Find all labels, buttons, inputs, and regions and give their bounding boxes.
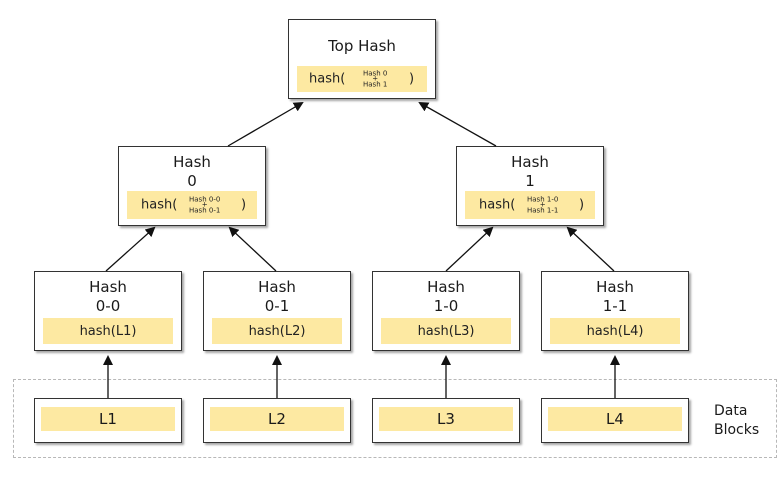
hash-1-fn: hash( [479, 197, 516, 213]
data-blocks-label: Data Blocks [714, 402, 759, 440]
hash-1-line2: 1 [525, 172, 535, 190]
data-block-l1-label: L1 [41, 407, 175, 431]
top-hash-node: Top Hash hash( Hash 0 + Hash 1 ) [288, 19, 436, 99]
data-block-l1: L1 [34, 398, 182, 443]
hash-1-plus: + [539, 200, 546, 209]
hash-0-fn: hash( [141, 197, 178, 213]
top-hash-operands: Hash 0 + Hash 1 [363, 70, 387, 89]
hash-1-0-line2: 1-0 [433, 297, 459, 315]
hash-1-0-node: Hash 1-0 hash(L3) [372, 271, 520, 351]
top-hash-title: Top Hash [328, 37, 396, 55]
hash-1-node: Hash 1 hash( Hash 1-0 + Hash 1-1 ) [456, 146, 604, 226]
arrow-hash-0-0-to-hash-0 [105, 226, 156, 272]
hash-1-0-expr: hash(L3) [417, 323, 475, 339]
hash-0-line1: Hash [173, 153, 211, 171]
hash-1-expression: hash( Hash 1-0 + Hash 1-1 ) [465, 191, 595, 219]
top-hash-operand-b: Hash 1 [363, 80, 388, 89]
top-hash-operand-a: Hash 0 [363, 69, 388, 78]
top-hash-expression: hash( Hash 0 + Hash 1 ) [297, 66, 427, 92]
data-block-l4-label: L4 [548, 407, 682, 431]
hash-0-operands: Hash 0-0 + Hash 0-1 [189, 196, 220, 215]
arrow-hash-1-0-to-hash-1 [445, 226, 494, 272]
hash-0-close: ) [241, 197, 247, 213]
hash-0-line2: 0 [187, 172, 197, 190]
hash-0-node: Hash 0 hash( Hash 0-0 + Hash 0-1 ) [118, 146, 266, 226]
hash-0-0-node: Hash 0-0 hash(L1) [34, 271, 182, 351]
data-block-l3-label: L3 [379, 407, 513, 431]
hash-1-close: ) [579, 197, 585, 213]
hash-0-0-line2: 0-0 [95, 297, 121, 315]
top-hash-fn: hash( [309, 71, 346, 87]
hash-0-operand-a: Hash 0-0 [189, 195, 221, 204]
hash-0-0-expr: hash(L1) [79, 323, 137, 339]
hash-1-1-expr: hash(L4) [586, 323, 644, 339]
data-block-l2-label: L2 [210, 407, 344, 431]
hash-1-1-line1: Hash [596, 278, 634, 296]
hash-1-operand-b: Hash 1-1 [527, 206, 559, 215]
hash-1-operand-a: Hash 1-0 [527, 195, 559, 204]
hash-0-0-line1: Hash [89, 278, 127, 296]
hash-0-1-expression: hash(L2) [212, 318, 342, 344]
hash-0-1-line2: 0-1 [264, 297, 290, 315]
arrow-hash-1-1-to-hash-1 [566, 226, 615, 272]
data-block-l4: L4 [541, 398, 689, 443]
hash-1-1-line2: 1-1 [602, 297, 628, 315]
data-blocks-label-line2: Blocks [714, 422, 760, 438]
hash-0-0-expression: hash(L1) [43, 318, 173, 344]
hash-0-1-expr: hash(L2) [248, 323, 306, 339]
data-block-l3: L3 [372, 398, 520, 443]
top-hash-close: ) [409, 71, 415, 87]
hash-1-0-expression: hash(L3) [381, 318, 511, 344]
hash-1-operands: Hash 1-0 + Hash 1-1 [527, 196, 558, 215]
hash-0-operand-b: Hash 0-1 [189, 206, 221, 215]
data-blocks-region [13, 379, 777, 458]
hash-0-1-node: Hash 0-1 hash(L2) [203, 271, 351, 351]
arrow-hash-0-1-to-hash-0 [228, 226, 277, 272]
data-blocks-label-line1: Data [714, 403, 748, 419]
arrow-hash-0-to-top [227, 101, 304, 147]
hash-1-1-node: Hash 1-1 hash(L4) [541, 271, 689, 351]
hash-0-1-line1: Hash [258, 278, 296, 296]
arrow-hash-1-to-top [418, 102, 497, 147]
hash-1-line1: Hash [511, 153, 549, 171]
hash-1-1-expression: hash(L4) [550, 318, 680, 344]
hash-0-plus: + [201, 200, 208, 209]
hash-1-0-line1: Hash [427, 278, 465, 296]
top-hash-plus: + [372, 74, 379, 83]
hash-0-expression: hash( Hash 0-0 + Hash 0-1 ) [127, 191, 257, 219]
data-block-l2: L2 [203, 398, 351, 443]
